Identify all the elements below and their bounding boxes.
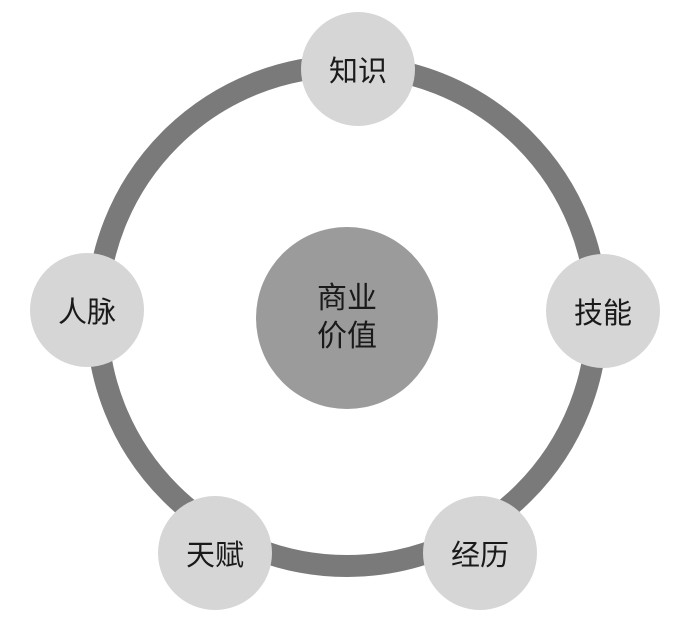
node-label: 天赋 — [185, 538, 244, 572]
center-label-line2: 价值 — [317, 319, 377, 354]
node-talent: 天赋 — [158, 496, 272, 610]
node-skills: 技能 — [546, 254, 660, 368]
node-label: 技能 — [573, 296, 632, 330]
node-label: 人脉 — [57, 295, 116, 329]
node-knowledge: 知识 — [301, 12, 415, 126]
node-experience: 经历 — [423, 496, 537, 610]
center-circle: 商业 价值 — [256, 227, 438, 409]
node-label: 经历 — [450, 538, 509, 572]
center-label-line1: 商业 — [317, 281, 377, 316]
node-label: 知识 — [328, 54, 387, 88]
node-connections: 人脉 — [30, 253, 144, 367]
